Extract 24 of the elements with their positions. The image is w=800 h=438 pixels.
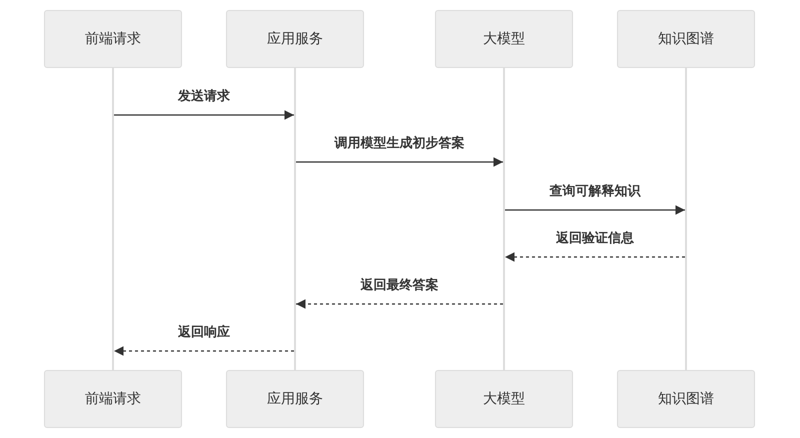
participant-box: 应用服务 [226,370,364,428]
message-label: 返回验证信息 [554,229,636,247]
message-label: 返回最终答案 [358,276,440,294]
message-label: 调用模型生成初步答案 [332,134,466,152]
lifeline [294,68,296,370]
message-label: 查询可解释知识 [548,182,642,200]
lifeline [685,68,687,370]
participant-box: 前端请求 [44,370,182,428]
lifeline [503,68,505,370]
return-arrow [114,346,294,356]
participant-box: 前端请求 [44,10,182,68]
participant-box: 应用服务 [226,10,364,68]
message-arrow [114,110,294,120]
message-label: 返回响应 [176,323,232,341]
message-arrow [296,157,503,167]
participant-box: 大模型 [435,370,573,428]
return-arrow [296,299,503,309]
message-arrow [505,205,685,215]
return-arrow [505,252,685,262]
message-label: 发送请求 [176,87,232,105]
participant-box: 知识图谱 [617,10,755,68]
participant-box: 知识图谱 [617,370,755,428]
lifeline [112,68,114,370]
participant-box: 大模型 [435,10,573,68]
